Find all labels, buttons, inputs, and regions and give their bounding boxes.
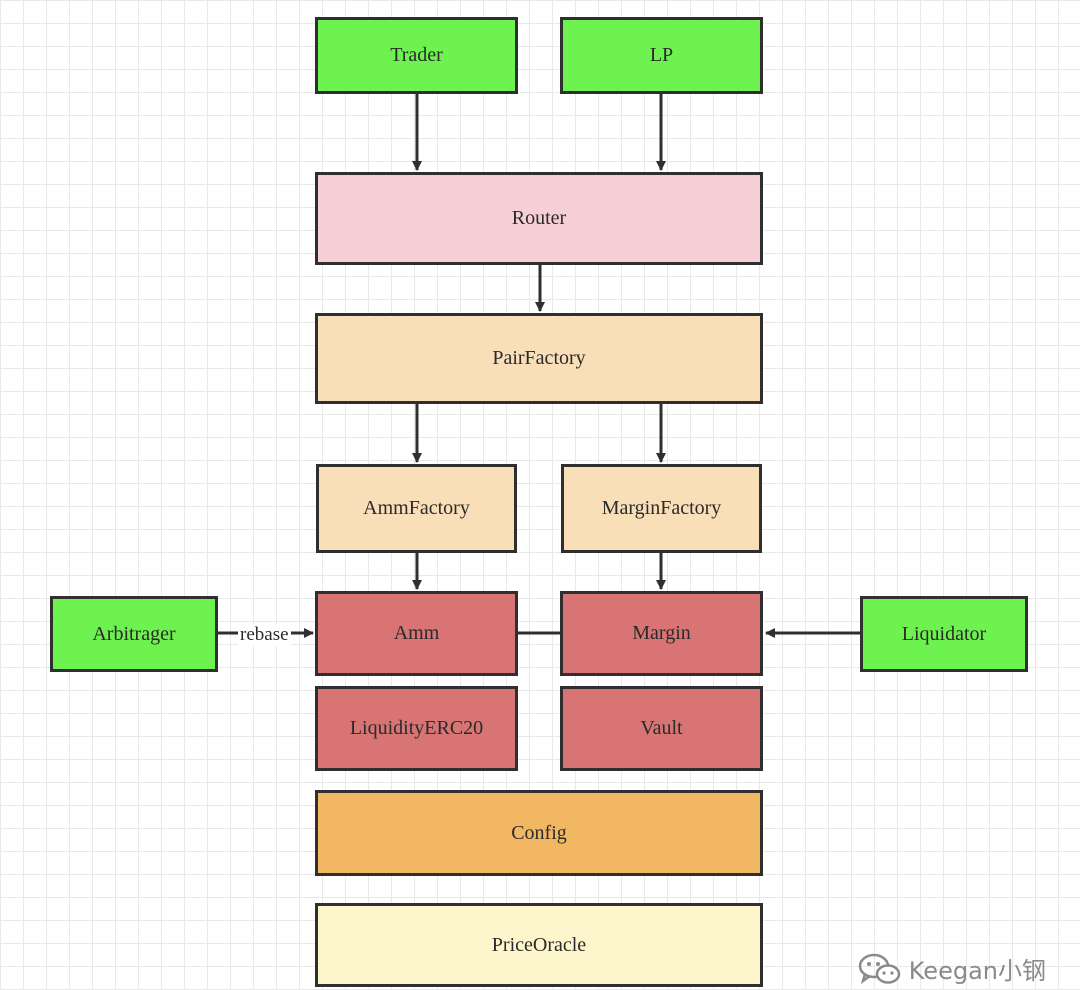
node-trader[interactable]: Trader	[315, 17, 518, 94]
node-lp[interactable]: LP	[560, 17, 763, 94]
node-vault-label: Vault	[640, 717, 683, 739]
node-price-oracle[interactable]: PriceOracle	[315, 903, 763, 987]
node-amm-factory[interactable]: AmmFactory	[316, 464, 517, 553]
node-config[interactable]: Config	[315, 790, 763, 876]
node-price-oracle-label: PriceOracle	[491, 933, 587, 956]
node-trader-label: Trader	[390, 44, 443, 66]
node-arbitrager[interactable]: Arbitrager	[50, 596, 218, 672]
node-margin-factory-label: MarginFactory	[601, 497, 722, 519]
watermark: Keegan小钢	[857, 951, 1046, 986]
node-amm-label: Amm	[393, 622, 440, 644]
node-vault[interactable]: Vault	[560, 686, 763, 771]
node-router[interactable]: Router	[315, 172, 763, 265]
edge-label-rebase: rebase	[238, 624, 291, 646]
node-lp-label: LP	[649, 44, 674, 66]
node-liquidity-erc20-label: LiquidityERC20	[349, 717, 484, 739]
node-liquidity-erc20[interactable]: LiquidityERC20	[315, 686, 518, 771]
watermark-text: Keegan小钢	[908, 957, 1046, 985]
node-pair-factory[interactable]: PairFactory	[315, 313, 763, 404]
node-pair-factory-label: PairFactory	[492, 347, 586, 369]
node-liquidator-label: Liquidator	[901, 622, 987, 645]
wechat-icon	[858, 953, 901, 984]
node-router-label: Router	[511, 207, 567, 229]
node-amm-factory-label: AmmFactory	[363, 497, 470, 519]
node-margin-label: Margin	[632, 622, 691, 644]
node-margin-factory[interactable]: MarginFactory	[561, 464, 762, 553]
node-config-label: Config	[511, 821, 567, 844]
node-amm[interactable]: Amm	[315, 591, 518, 676]
node-liquidator[interactable]: Liquidator	[860, 596, 1028, 672]
node-margin[interactable]: Margin	[560, 591, 763, 676]
node-arbitrager-label: Arbitrager	[92, 622, 176, 645]
